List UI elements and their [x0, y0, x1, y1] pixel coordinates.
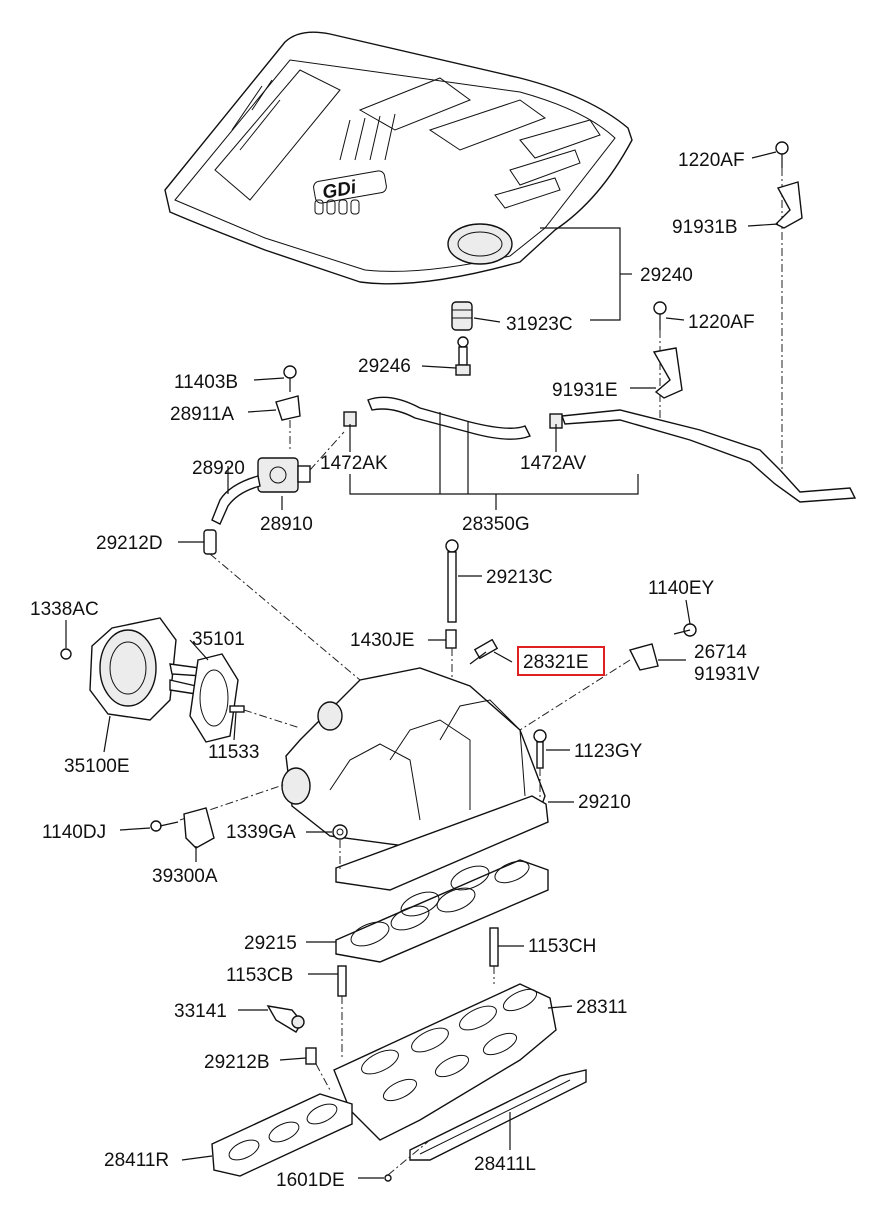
- grommet-31923C[interactable]: [451, 301, 473, 331]
- label-1472AK[interactable]: 1472AK: [320, 453, 388, 474]
- label-11403B[interactable]: 11403B: [174, 372, 238, 393]
- hose-28920[interactable]: [211, 475, 261, 525]
- label-29212B[interactable]: 29212B: [204, 1052, 270, 1073]
- bolt-1123GY[interactable]: [533, 729, 547, 769]
- stud-1153CB[interactable]: [337, 965, 347, 997]
- label-1220AF-top[interactable]: 1220AF: [678, 150, 745, 171]
- label-1338AC[interactable]: 1338AC: [30, 599, 99, 620]
- label-31923C[interactable]: 31923C: [506, 314, 573, 335]
- label-1220AF-mid[interactable]: 1220AF: [688, 312, 755, 333]
- bolt-1140EY[interactable]: [673, 623, 697, 637]
- gasket-29215[interactable]: [335, 857, 549, 963]
- label-1472AV[interactable]: 1472AV: [520, 453, 587, 474]
- label-29240[interactable]: 29240: [640, 265, 693, 286]
- bolt-1338AC[interactable]: [60, 648, 72, 660]
- label-29215[interactable]: 29215: [244, 933, 297, 954]
- label-29212D[interactable]: 29212D: [96, 533, 163, 554]
- label-1140DJ[interactable]: 1140DJ: [42, 822, 106, 843]
- engine-cover[interactable]: GDi: [164, 31, 633, 285]
- bracket-91931E[interactable]: [652, 347, 683, 399]
- sensor-28321E[interactable]: [469, 638, 499, 665]
- label-28910[interactable]: 28910: [260, 514, 313, 535]
- label-33141[interactable]: 33141: [174, 1001, 227, 1022]
- bolt-1220AF-mid[interactable]: [653, 301, 667, 330]
- bracket-91931B[interactable]: [774, 181, 803, 229]
- label-1430JE[interactable]: 1430JE: [350, 630, 414, 651]
- label-91931E[interactable]: 91931E: [552, 380, 618, 401]
- nut-1339GA[interactable]: [332, 824, 348, 840]
- label-39300A[interactable]: 39300A: [152, 866, 218, 887]
- bracket-26714-91931V[interactable]: [628, 643, 659, 671]
- label-1339GA[interactable]: 1339GA: [226, 822, 296, 843]
- label-28311[interactable]: 28311: [576, 997, 627, 1018]
- fitting-29212B[interactable]: [305, 1047, 317, 1065]
- label-28350G[interactable]: 28350G: [462, 514, 530, 535]
- gasket-28411L[interactable]: [409, 1069, 587, 1161]
- label-35100E[interactable]: 35100E: [64, 756, 130, 777]
- label-1140EY[interactable]: 1140EY: [648, 578, 715, 599]
- label-91931V[interactable]: 91931V: [694, 664, 760, 685]
- label-28920[interactable]: 28920: [192, 458, 245, 479]
- label-28411R[interactable]: 28411R: [104, 1150, 169, 1171]
- leader-lines: [65, 151, 779, 1179]
- label-29210[interactable]: 29210: [578, 792, 631, 813]
- sensor-39300A[interactable]: [183, 807, 215, 849]
- stud-29246[interactable]: [455, 336, 471, 376]
- label-1601DE[interactable]: 1601DE: [276, 1170, 345, 1191]
- gasket-28411R[interactable]: [211, 1093, 353, 1177]
- throttle-body-35100E[interactable]: [89, 617, 203, 721]
- stud-1153CH[interactable]: [489, 927, 499, 967]
- bolt-1220AF-top[interactable]: [775, 141, 789, 168]
- bolt-29213C[interactable]: [445, 539, 459, 623]
- part-labels: 1220AF 91931B 29240 31923C 1220AF 29246 …: [30, 150, 760, 1191]
- label-1153CH[interactable]: 1153CH: [528, 936, 596, 957]
- label-1153CB[interactable]: 1153CB: [226, 965, 293, 986]
- bracket-28911A[interactable]: [275, 395, 301, 421]
- bolt-1140DJ[interactable]: [150, 820, 179, 832]
- label-28321E[interactable]: 28321E: [523, 652, 589, 673]
- plug-1430JE[interactable]: [445, 629, 457, 649]
- label-29213C[interactable]: 29213C: [486, 567, 553, 588]
- intake-manifold-29210[interactable]: [281, 667, 546, 849]
- fitting-29212D[interactable]: [203, 529, 217, 555]
- flange-29210[interactable]: [335, 795, 549, 891]
- label-91931B[interactable]: 91931B: [672, 217, 738, 238]
- label-11533[interactable]: 11533: [208, 742, 259, 763]
- sensor-33141[interactable]: [266, 1005, 305, 1033]
- label-35101[interactable]: 35101: [192, 629, 245, 650]
- gasket-35101[interactable]: [189, 653, 239, 743]
- label-28411L[interactable]: 28411L: [474, 1154, 536, 1175]
- stud-11533[interactable]: [229, 705, 245, 713]
- label-28911A[interactable]: 28911A: [170, 404, 234, 425]
- label-26714[interactable]: 26714: [694, 642, 747, 663]
- highlight-28321E: [517, 646, 605, 676]
- pin-1601DE[interactable]: [384, 1174, 392, 1182]
- bolt-11403B[interactable]: [283, 365, 297, 392]
- purge-valve-28910[interactable]: [257, 457, 311, 493]
- label-1123GY[interactable]: 1123GY: [574, 741, 643, 762]
- lower-manifold-28311[interactable]: [333, 983, 557, 1141]
- label-29246[interactable]: 29246: [358, 356, 411, 377]
- pcv-hose-28350G[interactable]: [343, 396, 857, 503]
